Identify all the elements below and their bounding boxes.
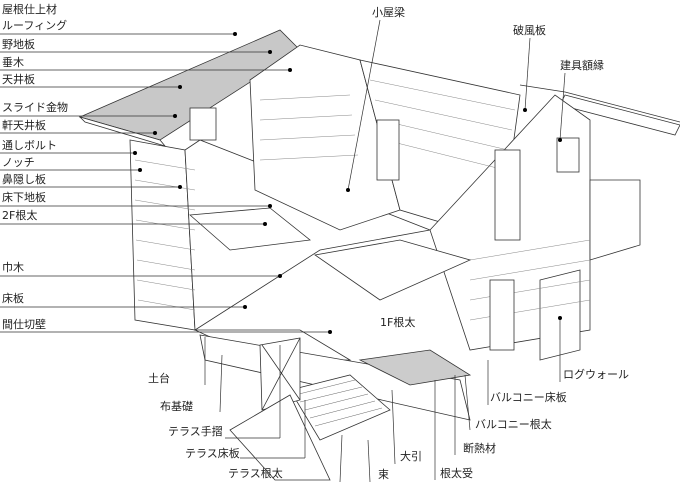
label-ceiling-board: 天井板	[2, 73, 35, 86]
label-terrace-joist: テラス根太	[228, 467, 283, 480]
label-koyabari: 小屋梁	[372, 6, 405, 19]
label-balcony-joist: バルコニー根太	[475, 418, 552, 431]
label-2f-joist: 2F根太	[2, 209, 38, 222]
label-tsuka: 束	[378, 468, 389, 481]
label-fascia: 鼻隠し板	[2, 173, 46, 186]
label-through-bolt: 通しボルト	[2, 139, 57, 152]
label-hafuita: 破風板	[513, 24, 546, 37]
label-slide-hardware: スライド金物	[2, 101, 68, 114]
label-joist-receiver: 根太受	[440, 467, 473, 480]
label-baseboard: 巾木	[2, 261, 24, 274]
label-eave-ceiling: 軒天井板	[2, 119, 46, 132]
label-logwall: ログウォール	[563, 368, 629, 381]
label-tategu: 建具額縁	[560, 59, 604, 72]
label-balcony-floor: バルコニー床板	[490, 391, 567, 404]
label-terrace-floor: テラス床板	[185, 447, 240, 460]
label-floorboard: 床板	[2, 292, 24, 305]
label-obiki: 大引	[400, 450, 422, 463]
label-notch: ノッチ	[2, 156, 35, 169]
label-subfloor: 床下地板	[2, 191, 46, 204]
label-insulation: 断熱材	[463, 442, 496, 455]
label-partition: 間仕切壁	[2, 318, 46, 331]
label-rafter: 垂木	[2, 56, 24, 69]
label-nunokiso: 布基礎	[160, 400, 193, 413]
label-terrace-rail: テラス手摺	[168, 425, 223, 438]
label-1f-joist: 1F根太	[380, 316, 416, 329]
label-sheathing: 野地板	[2, 38, 35, 51]
label-roofing: ルーフィング	[2, 19, 68, 32]
label-roof-finish: 屋根仕上材	[2, 3, 57, 16]
label-dodai: 土台	[148, 372, 170, 385]
